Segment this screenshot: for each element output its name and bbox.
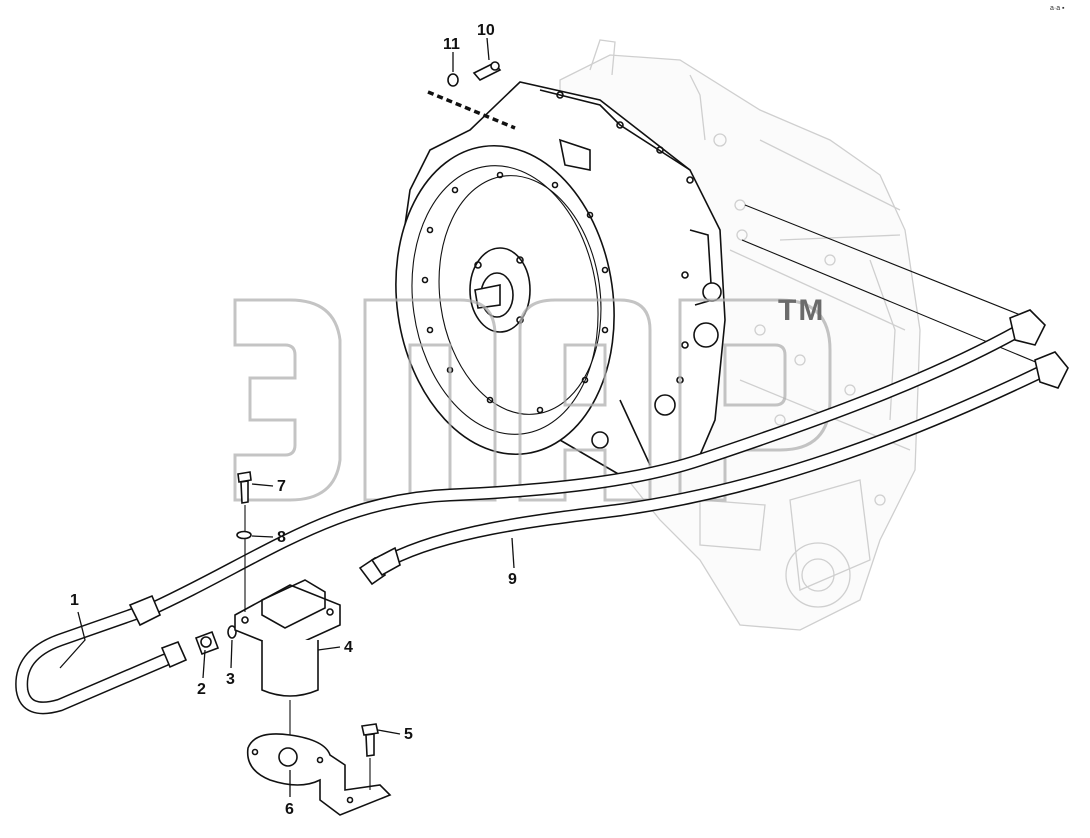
bracket-6 bbox=[246, 733, 392, 816]
callout-6: 6 bbox=[285, 801, 294, 818]
hose-1 bbox=[15, 594, 188, 715]
callout-11: 11 bbox=[443, 36, 460, 53]
adapter-2 bbox=[194, 630, 220, 656]
corner-text: a·a ▪ bbox=[1050, 5, 1065, 12]
callout-7: 7 bbox=[277, 478, 286, 495]
callout-10: 10 bbox=[477, 22, 495, 39]
callout-2: 2 bbox=[197, 681, 206, 698]
washer-11 bbox=[447, 73, 459, 87]
watermark-logo: TM bbox=[233, 294, 832, 502]
seal-ring-3 bbox=[227, 625, 237, 639]
callout-labels: 1 2 3 4 5 6 7 8 9 10 11 bbox=[70, 22, 517, 818]
hose-9 bbox=[138, 309, 1069, 619]
assembly-dashed-line bbox=[427, 90, 516, 130]
hose-end-fittings bbox=[358, 309, 1069, 586]
screw-10 bbox=[472, 61, 502, 81]
screw-5 bbox=[361, 723, 379, 790]
screw-7 bbox=[237, 471, 252, 612]
callout-3: 3 bbox=[226, 671, 235, 688]
callout-leaders bbox=[59, 37, 515, 797]
callout-5: 5 bbox=[404, 726, 413, 743]
callout-4: 4 bbox=[344, 639, 353, 656]
callout-9: 9 bbox=[508, 571, 517, 588]
callout-1: 1 bbox=[70, 592, 79, 609]
washer-8 bbox=[236, 530, 252, 540]
callout-8: 8 bbox=[277, 529, 286, 546]
watermark-trademark: TM bbox=[778, 294, 825, 327]
filter-4 bbox=[234, 579, 341, 697]
